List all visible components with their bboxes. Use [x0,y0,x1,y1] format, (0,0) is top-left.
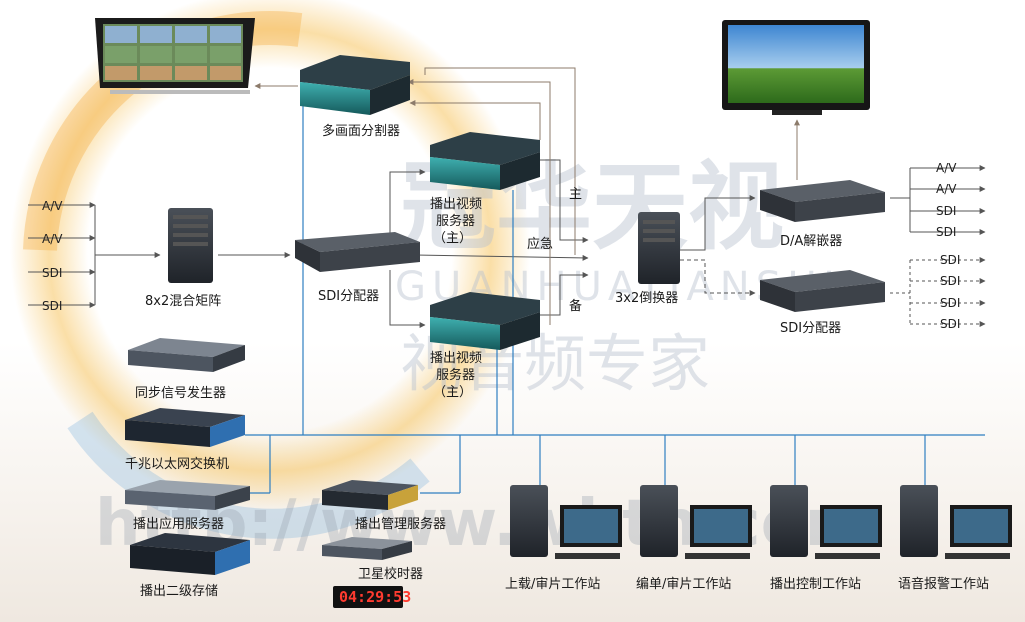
sdi-distributor-right: SDI分配器 [760,270,885,336]
da-output-label: SDI [936,204,956,218]
input-label: A/V [42,232,63,246]
da-output-label: A/V [936,161,957,175]
multiview-monitor [95,18,255,94]
sdi-distributor-right-label: SDI分配器 [780,321,841,336]
workstation-label: 语音报警工作站 [898,576,989,592]
edge-label-backup: 备 [569,298,582,314]
sat-clock-label: 卫星校时器 [358,566,423,582]
dist-output-label: SDI [940,317,960,331]
workstation-3: 播出控制工作站 [770,485,882,592]
input-labels: A/V A/V SDI SDI [42,199,63,313]
sdi-distributor-left: SDI分配器 [295,232,420,304]
playout-server-main: 播出视频 服务器 （主） [430,132,540,246]
switcher-label: 3x2倒换器 [615,291,678,306]
workstation-label: 播出控制工作站 [770,577,861,592]
server-backup-line3: （主） [433,385,472,400]
sdi-distributor-left-label: SDI分配器 [318,289,379,304]
server-backup-line1: 播出视频 [430,351,482,366]
workstation-4: 语音报警工作站 [898,485,1012,592]
switcher-device: 3x2倒换器 [615,212,680,306]
tv-monitor [722,20,870,115]
storage-device: 播出二级存储 [130,533,250,599]
da-label: D/A解嵌器 [780,234,842,249]
workstation-2: 编单/审片工作站 [636,485,752,592]
mgmt-server: 播出管理服务器 [322,480,446,532]
server-main-line1: 播出视频 [430,197,482,212]
input-label: SDI [42,266,62,280]
clock-display: 04:29:53 [339,588,411,606]
app-server-label: 播出应用服务器 [133,516,224,532]
sync-label: 同步信号发生器 [135,385,226,401]
input-label: SDI [42,299,62,313]
server-backup-line2: 服务器 [436,367,475,383]
server-main-line2: 服务器 [436,213,475,229]
signal-lines [28,159,986,328]
app-server: 播出应用服务器 [125,480,250,532]
matrix-label: 8x2混合矩阵 [145,294,221,309]
gigabit-switch-label: 千兆以太网交换机 [125,456,229,472]
edge-label-primary: 主 [569,187,582,202]
edge-label-emergency: 应急 [527,236,553,252]
matrix-device: 8x2混合矩阵 [145,208,221,309]
dist-output-label: SDI [940,274,960,288]
storage-label: 播出二级存储 [140,584,218,599]
da-output-label: SDI [936,225,956,239]
workstations: 上载/审片工作站 编单/审片工作站 播出控制工作站 语音报警工作站 [505,485,1012,592]
workstation-label: 编单/审片工作站 [636,577,731,592]
multiview-splitter: 多画面分割器 [300,55,410,139]
da-output-label: A/V [936,182,957,196]
multiview-label: 多画面分割器 [322,123,400,139]
dist-output-labels: SDI SDI SDI SDI [940,253,960,331]
da-output-labels: A/V A/V SDI SDI [936,161,957,239]
dist-output-label: SDI [940,296,960,310]
gigabit-switch: 千兆以太网交换机 [125,408,245,472]
dist-output-label: SDI [940,253,960,267]
playout-server-backup: 播出视频 服务器 （主） [430,292,540,400]
sync-generator: 同步信号发生器 [128,338,245,401]
server-main-line3: （主） [433,231,472,246]
mgmt-server-label: 播出管理服务器 [355,516,446,532]
da-deembedder: D/A解嵌器 [760,180,885,249]
monitor-lines [254,67,800,325]
workstation-1: 上载/审片工作站 [505,485,622,592]
workstation-label: 上载/审片工作站 [505,577,600,592]
satellite-clock: 卫星校时器 04:29:53 [322,537,423,608]
input-label: A/V [42,199,63,213]
